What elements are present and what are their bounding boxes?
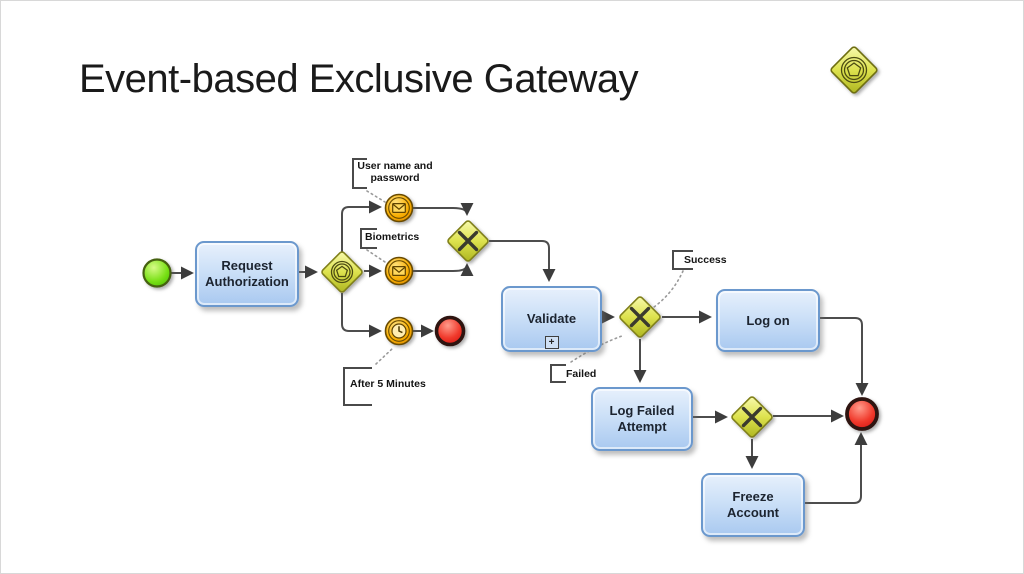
task-label: Freeze Account xyxy=(727,489,779,520)
annotation-failed: Failed xyxy=(566,368,596,380)
annotation-biometrics: Biometrics xyxy=(365,231,419,243)
sequence-flows xyxy=(171,200,869,504)
end-event-icon xyxy=(845,397,879,431)
task-log-failed-attempt: Log Failed Attempt xyxy=(591,387,693,451)
bracket-after5 xyxy=(343,367,372,406)
assoc-username-message1 xyxy=(366,190,386,203)
task-freeze-account: Freeze Account xyxy=(701,473,805,537)
flow-gateway-to-timer xyxy=(341,293,382,338)
annotation-success: Success xyxy=(684,254,727,266)
assoc-biometrics-message2 xyxy=(366,249,386,263)
bracket-failed xyxy=(550,364,566,383)
flow-logon-to-end2 xyxy=(816,317,869,396)
flow-message1-to-xor1 xyxy=(413,202,474,216)
task-validate: Validate + xyxy=(501,286,602,352)
timer-event-icon xyxy=(384,316,414,346)
flow-gateway-to-message1 xyxy=(341,200,382,252)
assoc-after5-timer xyxy=(375,347,394,365)
start-event-icon xyxy=(142,258,172,288)
task-log-on: Log on xyxy=(716,289,820,352)
bracket-success xyxy=(672,250,693,270)
event-gateway-badge-icon xyxy=(830,46,878,94)
exclusive-gateway-icon xyxy=(447,220,489,262)
exclusive-gateway-icon xyxy=(731,396,773,438)
annotation-username-password: User name and password xyxy=(353,160,437,184)
annotation-text: After 5 Minutes xyxy=(350,378,426,390)
message-event-icon xyxy=(384,256,414,286)
plus-icon: + xyxy=(548,337,555,348)
page-title: Event-based Exclusive Gateway xyxy=(79,57,639,101)
task-request-authorization: Request Authorization xyxy=(195,241,299,307)
flow-xor1-to-validate xyxy=(489,240,556,282)
annotation-text: Failed xyxy=(566,368,597,380)
task-label: Request Authorization xyxy=(205,258,289,289)
subprocess-expand-icon: + xyxy=(544,336,559,349)
assoc-success-xor2 xyxy=(653,270,684,308)
bracket-biometrics xyxy=(360,228,377,249)
flow-freeze-to-end2 xyxy=(801,432,868,504)
bracket-username xyxy=(352,158,367,189)
task-label: Log on xyxy=(746,312,790,328)
flow-message2-to-xor1 xyxy=(413,263,474,277)
message-event-icon xyxy=(384,193,414,223)
annotation-after-5-minutes: After 5 Minutes xyxy=(350,378,426,390)
annotation-text: Biometrics xyxy=(365,231,420,243)
event-gateway-icon xyxy=(321,251,363,293)
annotation-text: User name and password xyxy=(357,160,433,184)
annotation-brackets xyxy=(343,158,693,406)
annotation-text: Success xyxy=(684,254,727,266)
end-event-icon xyxy=(434,315,466,347)
exclusive-gateway-icon xyxy=(619,296,661,338)
task-label: Validate xyxy=(526,311,577,327)
task-label: Log Failed Attempt xyxy=(609,403,675,434)
